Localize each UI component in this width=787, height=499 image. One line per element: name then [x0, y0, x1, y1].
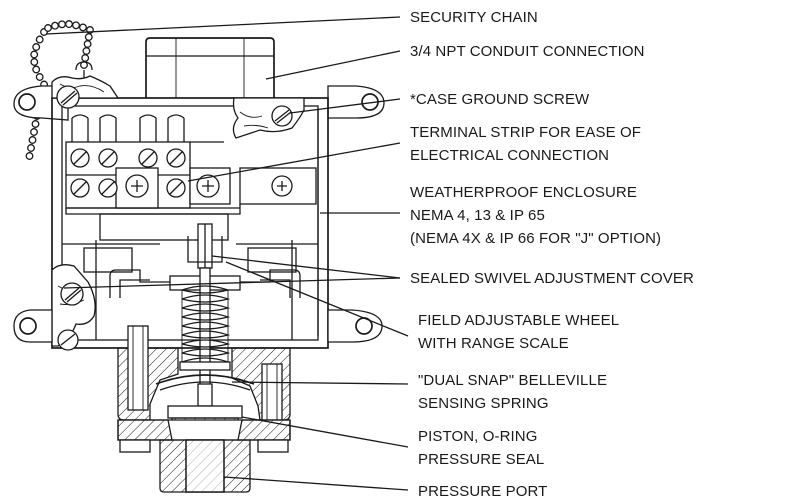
label-sealed-swivel-cover: SEALED SWIVEL ADJUSTMENT COVER — [410, 270, 694, 287]
pressure-base — [117, 325, 291, 425]
device-drawing — [13, 20, 385, 493]
lower-mount-tab-left — [13, 309, 79, 351]
leader-swivel-a — [63, 277, 401, 289]
callout-labels: SECURITY CHAIN 3/4 NPT CONDUIT CONNECTIO… — [410, 9, 694, 499]
swivel-adjustment-cover — [187, 223, 223, 269]
pressure-port — [117, 419, 291, 493]
leader-conduit — [265, 50, 401, 80]
leader-pressure-port — [223, 476, 409, 491]
leader-belleville — [231, 381, 409, 385]
label-piston-oring: PISTON, O-RING PRESSURE SEAL — [418, 428, 544, 468]
cover-cutaway-right — [232, 97, 305, 139]
terminal-strip — [65, 114, 317, 241]
cover-cutaway-left — [51, 75, 120, 109]
label-conduit-connection: 3/4 NPT CONDUIT CONNECTION — [410, 43, 645, 60]
leader-wheel — [225, 261, 409, 337]
label-case-ground-screw: *CASE GROUND SCREW — [410, 91, 590, 108]
label-field-adjustable-wheel: FIELD ADJUSTABLE WHEEL WITH RANGE SCALE — [418, 312, 623, 352]
label-weatherproof-enclosure: WEATHERPROOF ENCLOSURE NEMA 4, 13 & IP 6… — [410, 184, 661, 247]
label-terminal-strip: TERMINAL STRIP FOR EASE OF ELECTRICAL CO… — [410, 124, 645, 164]
leader-case-ground — [289, 98, 401, 114]
leader-swivel-b — [211, 255, 401, 279]
leader-lines — [45, 16, 409, 491]
label-pressure-port: PRESSURE PORT — [418, 483, 547, 499]
label-belleville-spring: "DUAL SNAP" BELLEVILLE SENSING SPRING — [418, 372, 611, 412]
label-security-chain: SECURITY CHAIN — [410, 9, 538, 26]
weatherproof-enclosure — [51, 97, 329, 349]
leader-piston — [241, 416, 409, 448]
conduit-boss — [145, 37, 275, 98]
cover-cutaway-lower-left — [51, 264, 96, 347]
leader-terminal — [187, 142, 401, 182]
leader-security-chain — [45, 16, 401, 35]
